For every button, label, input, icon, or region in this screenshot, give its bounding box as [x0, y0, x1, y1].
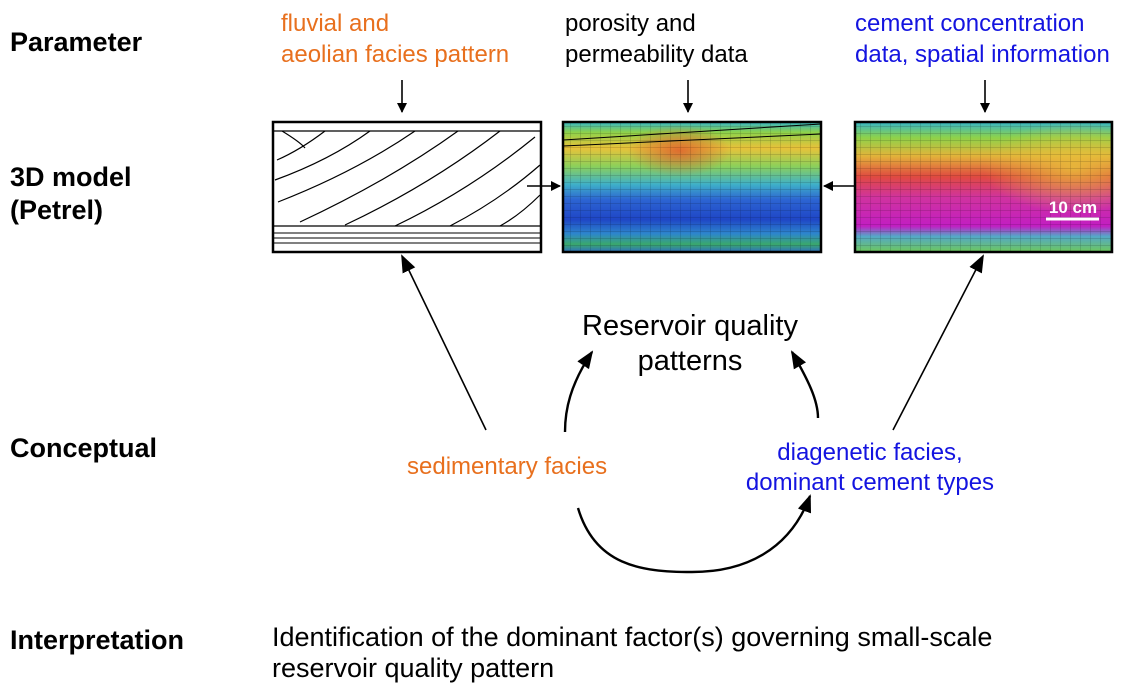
param-cement-line1: cement concentration — [855, 10, 1085, 37]
facies-sketch-panel — [271, 120, 543, 254]
param-facies-pattern: fluvial and aeolian facies pattern — [281, 8, 509, 70]
param-facies-line1: fluvial and — [281, 10, 390, 37]
sedimentary-facies-label: sedimentary facies — [407, 453, 608, 480]
arrow-sedimentary-to-reservoir-quality — [563, 350, 594, 433]
arrow-sedimentary-to-diagenetic — [576, 494, 812, 574]
scale-bar-label: 10 cm — [1048, 198, 1098, 217]
param-poro-line1: porosity and — [565, 10, 696, 37]
diagenetic-facies-label: diagenetic facies, dominant cement types — [715, 438, 1025, 498]
interpretation-line2: reservoir quality pattern — [272, 653, 555, 683]
arrow-sedimentary-to-facies-model — [401, 254, 487, 431]
row-label-parameter: Parameter — [10, 27, 143, 57]
diagenetic-line1: diagenetic facies, — [777, 439, 963, 466]
row-label-3d-model-line1: 3D model — [10, 162, 132, 192]
param-porosity-permeability: porosity and permeability data — [565, 8, 748, 70]
arrow-diagenetic-to-reservoir-quality — [790, 350, 820, 419]
param-facies-line2: aeolian facies pattern — [281, 41, 510, 68]
param-cement-line2: data, spatial information — [855, 41, 1110, 68]
row-label-conceptual: Conceptual — [10, 433, 158, 463]
interpretation-line1: Identification of the dominant factor(s)… — [272, 622, 993, 652]
row-label-3d-model: 3D model (Petrel) — [10, 161, 132, 227]
param-cement-concentration: cement concentration data, spatial infor… — [855, 8, 1110, 70]
row-label-3d-model-line2: (Petrel) — [10, 195, 104, 225]
diagenetic-line2: dominant cement types — [745, 469, 995, 496]
interpretation-text: Identification of the dominant factor(s)… — [272, 622, 992, 684]
reservoir-quality-patterns: Reservoir quality patterns — [540, 309, 840, 379]
reservoir-quality-line1: Reservoir quality — [582, 310, 798, 342]
porosity-permeability-model — [561, 120, 823, 254]
arrow-diagenetic-to-cement-model — [892, 254, 984, 431]
reservoir-quality-line2: patterns — [637, 345, 743, 377]
row-label-interpretation: Interpretation — [10, 625, 185, 655]
cement-concentration-model — [853, 120, 1114, 254]
param-poro-line2: permeability data — [565, 41, 748, 68]
